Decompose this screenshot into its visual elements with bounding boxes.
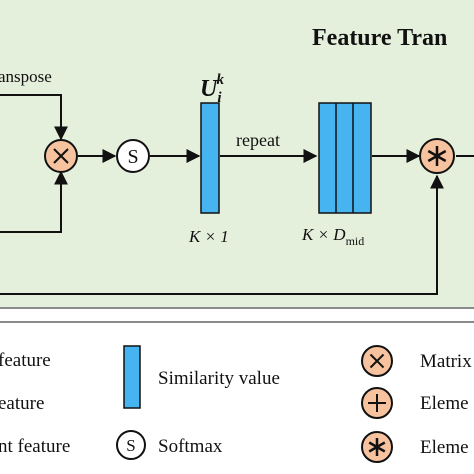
repeat-label: repeat [236, 130, 280, 150]
legend-elementwise-add-icon [361, 387, 393, 419]
legend-feature-label-3: nt feature [0, 436, 70, 457]
legend-elementwise-multiply-icon [361, 431, 393, 463]
legend-elementwise-multiply-label: Eleme [420, 437, 469, 458]
legend-similarity-bar-icon [123, 345, 141, 409]
module-panel [0, 0, 474, 309]
softmax-operator: S [116, 139, 150, 173]
transpose-label: anspose [0, 67, 52, 86]
asterisk-icon [427, 146, 447, 166]
module-title: Feature Tran [312, 25, 447, 51]
legend-feature-label-1: feature [0, 350, 51, 371]
softmax-symbol: S [127, 146, 138, 168]
transpose-arrow [0, 94, 68, 141]
repeated-similarity-block [318, 102, 372, 214]
matrix-multiply-operator [44, 139, 78, 173]
similarity-symbol: Uik [200, 72, 225, 106]
skip-connection-arrow [0, 174, 444, 295]
k-by-1-label: K × 1 [188, 227, 229, 246]
legend-softmax-icon: S [116, 430, 146, 460]
legend-panel [0, 321, 474, 474]
times-icon [53, 148, 69, 164]
legend-similarity-label: Similarity value [158, 368, 280, 389]
k-by-dmid-label: K × Dmid [301, 225, 364, 248]
legend-elementwise-add-label: Eleme [420, 393, 469, 414]
svg-text:S: S [126, 436, 135, 455]
plus-icon [368, 394, 386, 412]
elementwise-multiply-operator [419, 138, 455, 174]
lower-input-arrow [0, 170, 68, 233]
legend-softmax-label: Softmax [158, 436, 223, 457]
legend-matrix-multiply-icon [361, 345, 393, 377]
similarity-bar [200, 102, 220, 214]
legend-matrix-multiply-label: Matrix [420, 351, 472, 372]
legend-feature-label-2: eature [0, 393, 44, 414]
